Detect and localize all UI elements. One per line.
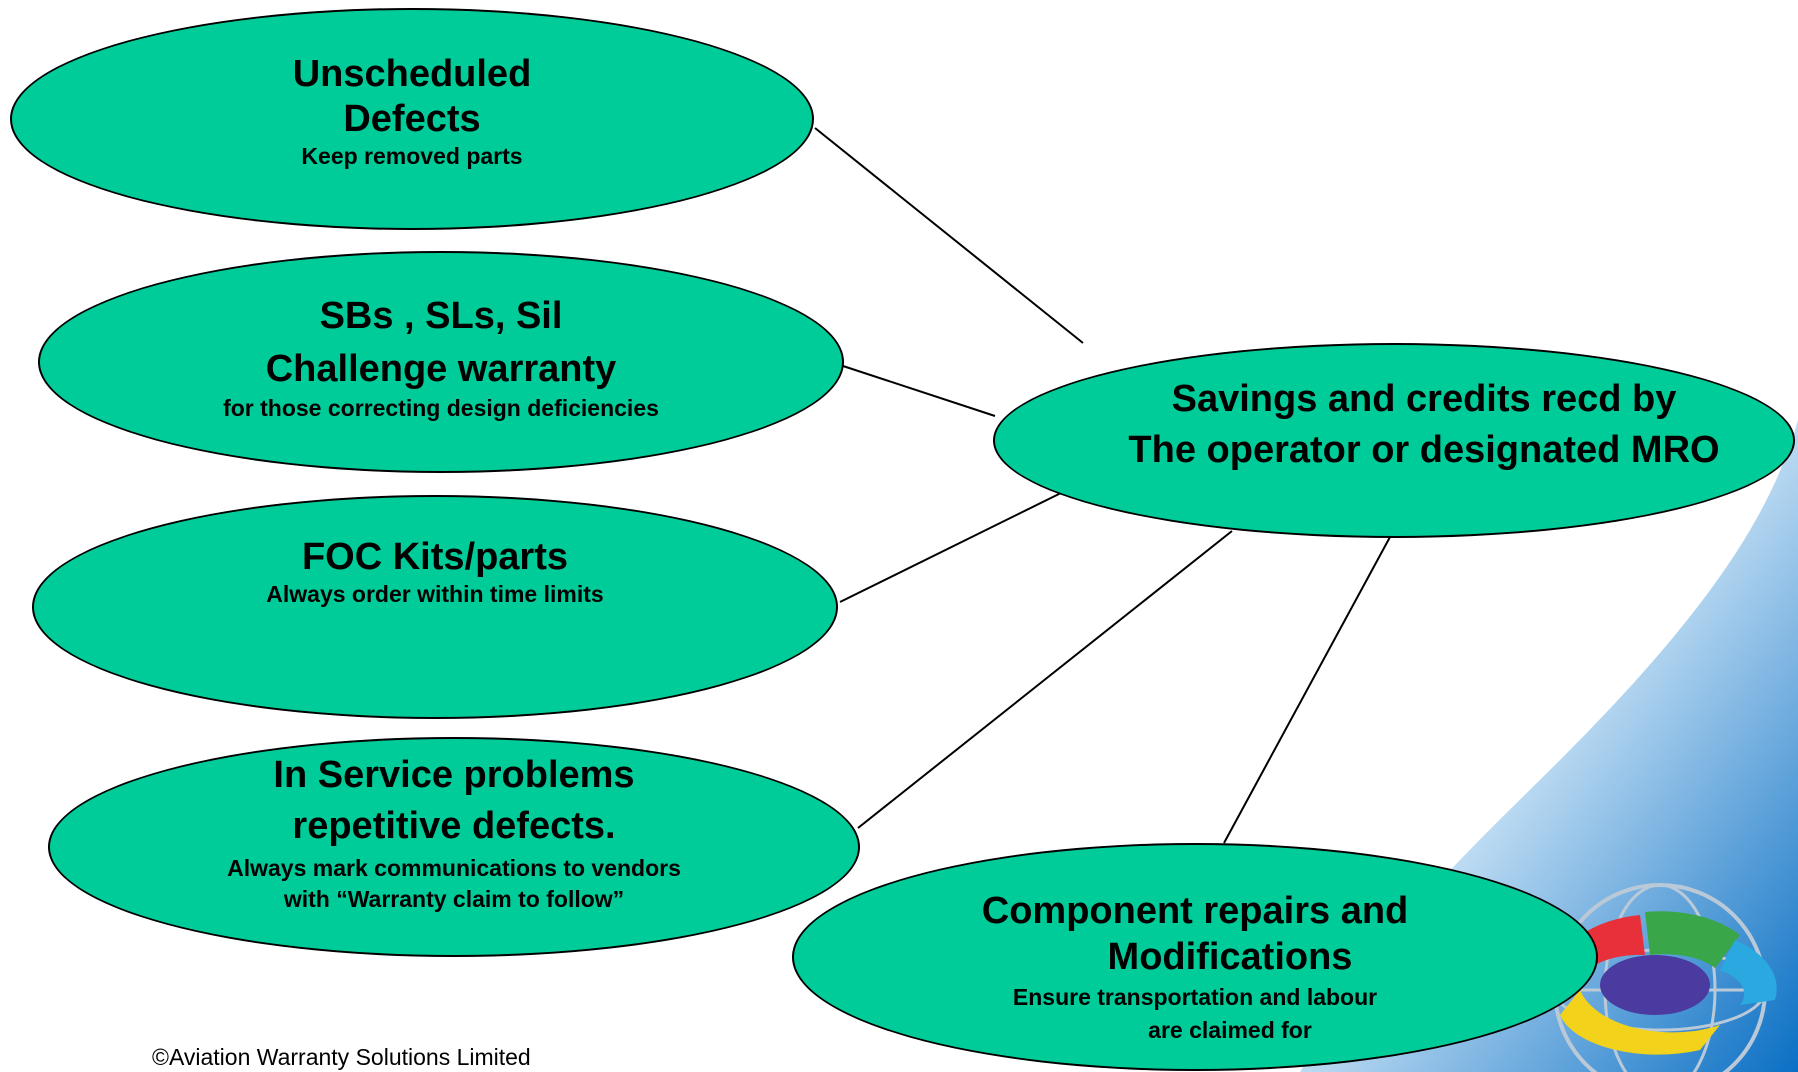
connector-component bbox=[1223, 536, 1391, 844]
node-unscheduled-defects: Unscheduled Defects Keep removed parts bbox=[10, 8, 814, 230]
node-title: Defects bbox=[343, 98, 481, 140]
node-subtitle: for those correcting design deficiencies bbox=[223, 395, 659, 421]
node-title: Component repairs and bbox=[981, 890, 1409, 932]
node-title: Modifications bbox=[1107, 936, 1353, 978]
connector-inservice bbox=[857, 530, 1233, 829]
node-title: repetitive defects. bbox=[292, 805, 616, 847]
node-title: Unscheduled bbox=[292, 53, 532, 95]
node-subtitle: Always mark communications to vendors bbox=[227, 855, 681, 881]
node-component-repairs: Component repairs and Modifications Ensu… bbox=[792, 843, 1598, 1071]
node-sbs: SBs , SLs, Sil Challenge warranty for th… bbox=[38, 251, 844, 473]
connector-unscheduled bbox=[814, 127, 1084, 344]
node-subtitle: Keep removed parts bbox=[301, 143, 523, 169]
connector-foc bbox=[839, 491, 1064, 603]
node-subtitle: Ensure transportation and labour bbox=[1012, 984, 1378, 1010]
node-subtitle: are claimed for bbox=[1148, 1017, 1312, 1043]
connector-sbs bbox=[842, 365, 996, 417]
node-title: Savings and credits recd by bbox=[1171, 378, 1677, 420]
node-subtitle: with “Warranty claim to follow” bbox=[283, 886, 625, 912]
node-title: SBs , SLs, Sil bbox=[319, 295, 563, 337]
node-title: FOC Kits/parts bbox=[301, 536, 569, 578]
node-title: In Service problems bbox=[273, 754, 635, 796]
node-in-service-problems: In Service problems repetitive defects. … bbox=[48, 737, 860, 957]
node-title: The operator or designated MRO bbox=[1128, 429, 1720, 471]
copyright-footer: ©Aviation Warranty Solutions Limited bbox=[152, 1044, 531, 1070]
node-savings-and-credits: Savings and credits recd by The operator… bbox=[993, 343, 1795, 538]
node-subtitle: Always order within time limits bbox=[266, 581, 604, 607]
node-foc-kits: FOC Kits/parts Always order within time … bbox=[32, 495, 838, 719]
node-title: Challenge warranty bbox=[265, 348, 617, 390]
